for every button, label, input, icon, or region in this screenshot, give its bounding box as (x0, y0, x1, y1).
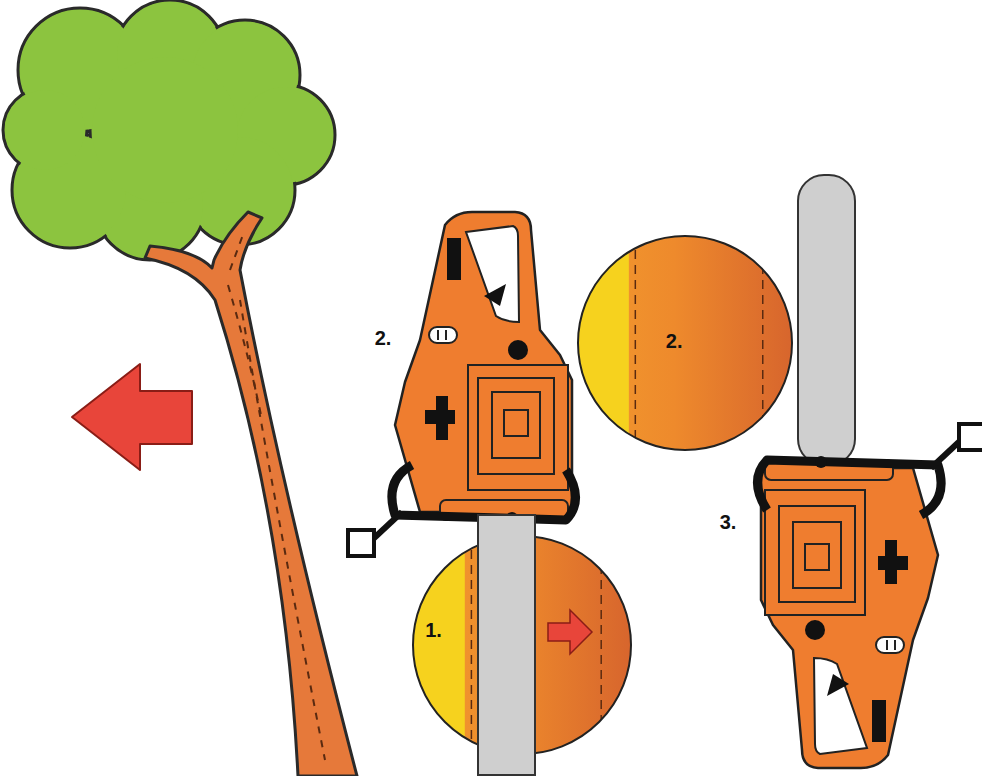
circle-outline (577, 235, 793, 451)
callout-number: 2. (666, 330, 683, 352)
callout-number: 1. (425, 619, 442, 641)
callout-number: 3. (720, 511, 737, 533)
tree-trunk (145, 212, 357, 776)
detail-circle: 2. (577, 235, 793, 451)
chainsaw (758, 175, 982, 768)
detail-circle: 1. (412, 535, 632, 755)
circle-outline (412, 535, 632, 755)
tree-crown (3, 0, 335, 260)
callout-number: 2. (375, 327, 392, 349)
fall-direction-arrow (72, 364, 192, 470)
